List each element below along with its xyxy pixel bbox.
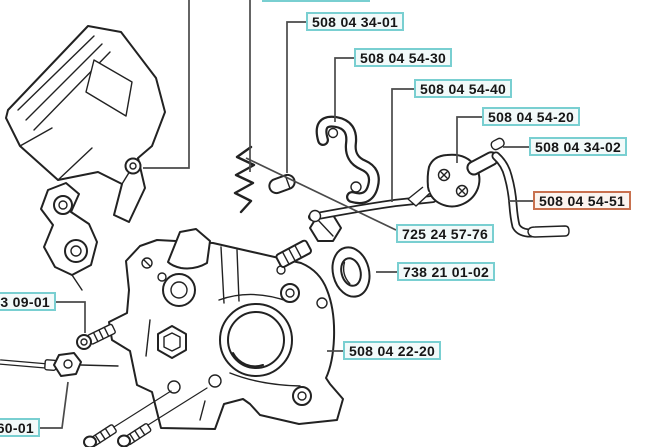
- spring-part: [233, 145, 256, 214]
- part-label-738-21-01-02[interactable]: 738 21 01-02: [397, 262, 496, 281]
- part-label-508-04-54-40[interactable]: 508 04 54-40: [414, 79, 513, 98]
- boss-bracket-part: [40, 182, 98, 291]
- mount-screw-part: [76, 323, 116, 350]
- part-label-3-09-01[interactable]: 3 09-01: [0, 292, 56, 311]
- part-label-508-04-34-02[interactable]: 508 04 34-02: [529, 137, 628, 156]
- seal-washer-part: [331, 246, 371, 298]
- hex-bolt-part: [275, 214, 342, 268]
- crankcase-part: [108, 228, 344, 430]
- bottom-screws-part: [83, 387, 208, 447]
- rod-and-clamp-part: [0, 352, 119, 377]
- part-label-508-04-34-01[interactable]: 508 04 34-01: [306, 12, 405, 31]
- cylinder-pin-part: [268, 173, 296, 195]
- part-label-508-04-54-30[interactable]: 508 04 54-30: [354, 48, 453, 67]
- part-label-508-04-22-20[interactable]: 508 04 22-20: [343, 341, 442, 360]
- part-label-508-04-54-51[interactable]: 508 04 54-51: [533, 191, 632, 210]
- leader-lines: [40, 0, 533, 429]
- pump-arm-part: [308, 195, 437, 223]
- cover-plate-part: [5, 25, 166, 223]
- curved-lever-part: [315, 115, 380, 205]
- knob-pin-part: [124, 157, 142, 175]
- bent-rod-part: [491, 151, 570, 238]
- part-label-725-24-57-76[interactable]: 725 24 57-76: [396, 224, 495, 243]
- part-label-cutoff-top[interactable]: [262, 0, 370, 2]
- part-label-508-04-54-20[interactable]: 508 04 54-20: [482, 107, 581, 126]
- part-label-60-01[interactable]: 60-01: [0, 418, 40, 437]
